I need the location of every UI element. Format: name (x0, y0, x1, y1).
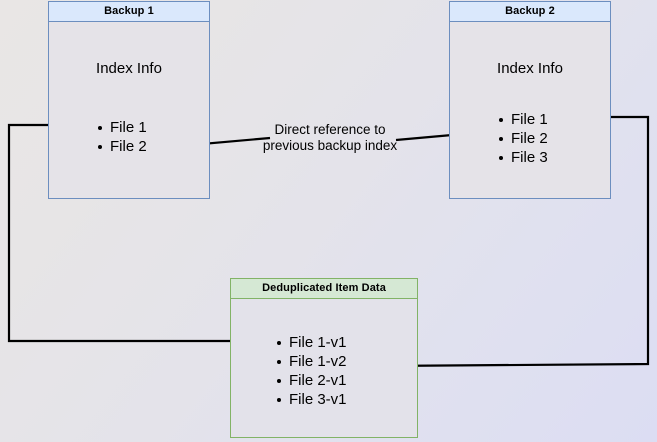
list-item: File 1-v1 (275, 333, 347, 352)
node-backup-1-header: Backup 1 (49, 2, 209, 22)
list-item: File 1-v2 (275, 352, 347, 371)
edge-label-line-1: Direct reference to (274, 122, 386, 137)
list-item: File 1 (96, 118, 147, 137)
backup-2-index-info-label: Index Info (497, 60, 563, 77)
node-backup-1[interactable]: Backup 1 Index Info File 1 File 2 (48, 1, 210, 199)
node-backup-2[interactable]: Backup 2 Index Info File 1 File 2 File 3 (449, 1, 611, 199)
node-backup-2-header: Backup 2 (450, 2, 610, 22)
backup-2-file-list: File 1 File 2 File 3 (497, 110, 548, 167)
node-backup-1-body: Index Info File 1 File 2 (49, 22, 209, 198)
edge-label-direct-reference: Direct reference to previous backup inde… (258, 122, 402, 154)
edge-label-line-2: previous backup index (262, 138, 398, 153)
node-deduplicated-header: Deduplicated Item Data (231, 279, 417, 299)
list-item: File 3-v1 (275, 390, 347, 409)
backup-1-file-list: File 1 File 2 (96, 118, 147, 156)
node-deduplicated-body: File 1-v1 File 1-v2 File 2-v1 File 3-v1 (231, 299, 417, 437)
list-item: File 3 (497, 148, 548, 167)
edge-backup2-to-dedup (379, 115, 650, 371)
node-backup-2-body: Index Info File 1 File 2 File 3 (450, 22, 610, 198)
list-item: File 1 (497, 110, 548, 129)
deduplicated-file-list: File 1-v1 File 1-v2 File 2-v1 File 3-v1 (275, 333, 347, 409)
list-item: File 2-v1 (275, 371, 347, 390)
list-item: File 2 (96, 137, 147, 156)
list-item: File 2 (497, 129, 548, 148)
backup-1-index-info-label: Index Info (96, 60, 162, 77)
node-deduplicated-item-data[interactable]: Deduplicated Item Data File 1-v1 File 1-… (230, 278, 418, 438)
